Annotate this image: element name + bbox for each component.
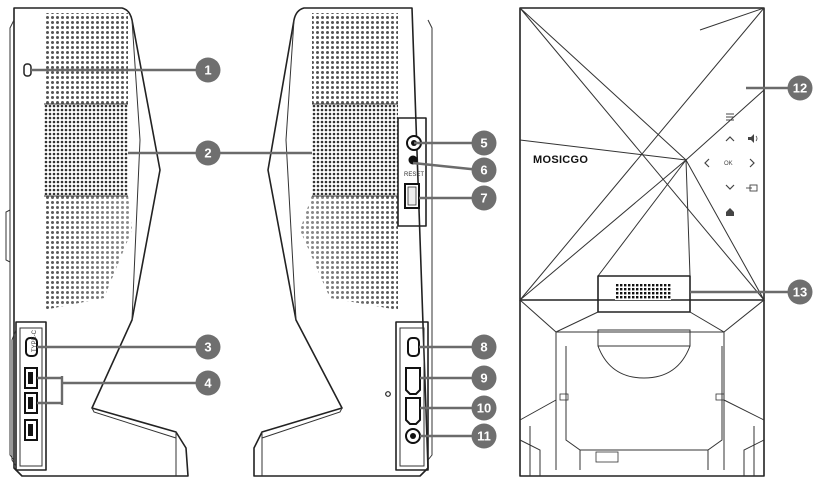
callout-number: 10 [477, 401, 491, 416]
callout-badge-8: 8 [471, 334, 497, 360]
callout-number: 7 [480, 191, 487, 206]
power-led [23, 63, 32, 77]
callout-circle [471, 130, 497, 156]
mid-mesh-vent [44, 105, 128, 195]
callout-circle [471, 423, 497, 449]
hdmi-port-1 [405, 367, 421, 395]
callout-number: 8 [480, 340, 487, 355]
chevron-left-icon [704, 158, 710, 168]
callout-circle [471, 157, 497, 183]
svg-text:RESET: RESET [404, 172, 424, 178]
callout-badge-10: 10 [471, 395, 497, 421]
callout-number: 13 [793, 285, 807, 300]
callout-circle [787, 75, 813, 101]
callout-number: 12 [793, 81, 807, 96]
callout-badge-11: 11 [471, 423, 497, 449]
mid-mesh-vent-right [312, 105, 398, 195]
home-icon [726, 208, 734, 216]
callout-badge-4: 4 [195, 370, 221, 396]
callout-number: 6 [480, 163, 487, 178]
chevron-up-icon [725, 136, 735, 142]
callout-group-middle [220, 141, 481, 438]
callout-badge-12: 12 [787, 75, 813, 101]
callout-badge-5: 5 [471, 130, 497, 156]
callout-number: 9 [480, 371, 487, 386]
input-source-icon [746, 184, 758, 192]
left-side-view: TYPE-C [5, 7, 189, 477]
callout-badge-9: 9 [471, 365, 497, 391]
callout-number: 3 [204, 340, 211, 355]
callout-circle [195, 370, 221, 396]
callout-number: 2 [204, 146, 211, 161]
usb-c-port-right [407, 337, 420, 357]
callout-badge-13: 13 [787, 279, 813, 305]
callout-badge-3: 3 [195, 334, 221, 360]
speaker-icon [748, 134, 758, 143]
svg-text:TYPE-C: TYPE-C [32, 329, 38, 352]
callout-circle [471, 334, 497, 360]
screw-hole [385, 391, 391, 397]
hdmi-port-2 [405, 397, 421, 425]
callout-circle [787, 279, 813, 305]
brand-logo: MOSICGO [533, 154, 588, 166]
ok-label: OK [724, 161, 733, 167]
right-side-view: RESET [253, 7, 433, 477]
callout-circle [471, 185, 497, 211]
callout-badge-1: 1 [195, 57, 221, 83]
top-view: MOSICGO OK [519, 7, 765, 477]
chevron-right-icon [749, 158, 755, 168]
callout-badge-7: 7 [471, 185, 497, 211]
menu-icon [726, 113, 734, 121]
callout-number: 11 [477, 429, 491, 444]
callout-number: 1 [204, 63, 211, 78]
callout-circle [195, 140, 221, 166]
callout-circle [471, 395, 497, 421]
upper-mesh-vent-right [312, 13, 398, 105]
front-grille [615, 284, 671, 300]
callout-badge-2: 2 [195, 140, 221, 166]
callout-circle [471, 365, 497, 391]
upper-mesh-vent [44, 13, 128, 105]
callout-number: 4 [204, 376, 212, 391]
callout-badge-6: 6 [471, 157, 497, 183]
chevron-down-icon [725, 184, 735, 190]
callout-circle [195, 334, 221, 360]
touch-control-panel: OK [704, 113, 758, 216]
callout-number: 5 [480, 136, 487, 151]
callout-circle [195, 57, 221, 83]
callout-group-left [31, 68, 196, 405]
